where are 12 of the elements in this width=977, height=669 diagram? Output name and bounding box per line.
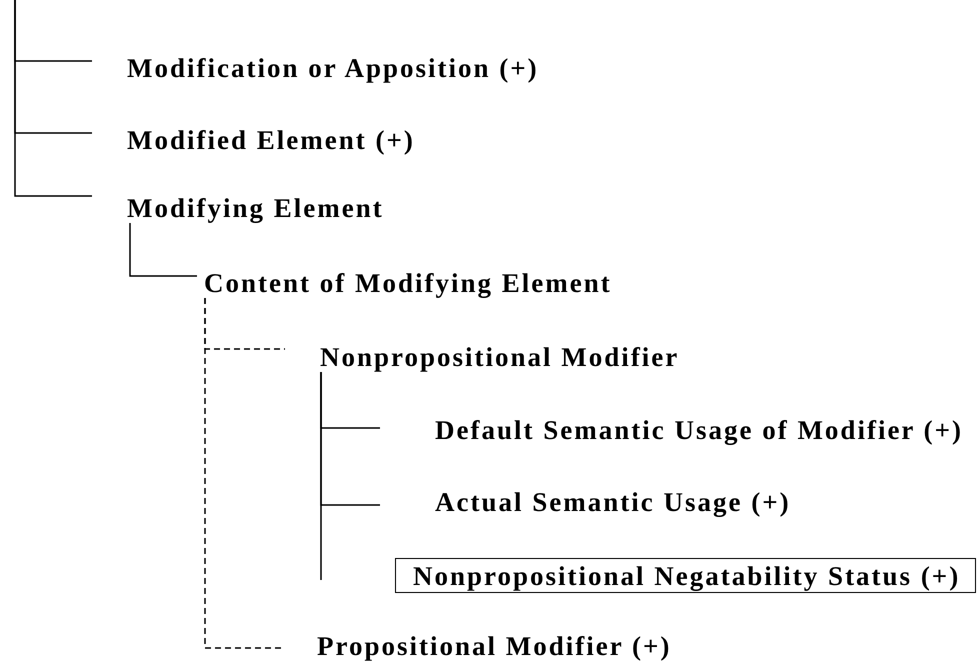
node-label: Modified Element (+) bbox=[127, 127, 415, 153]
node-label: Propositional Modifier (+) bbox=[317, 633, 672, 659]
node-label: Actual Semantic Usage (+) bbox=[435, 489, 791, 515]
node-label: Modification or Apposition (+) bbox=[127, 55, 539, 81]
label-box: Nonpropositional Negatability Status (+) bbox=[395, 558, 976, 593]
tree-connector bbox=[14, 0, 92, 197]
node-label: Modifying Element bbox=[127, 195, 384, 221]
node-label: Default Semantic Usage of Modifier (+) bbox=[435, 417, 964, 443]
node-label: Content of Modifying Element bbox=[204, 270, 612, 296]
tree-connector bbox=[320, 372, 322, 580]
tree-connector bbox=[129, 223, 197, 277]
node-label: Nonpropositional Modifier bbox=[320, 344, 680, 370]
